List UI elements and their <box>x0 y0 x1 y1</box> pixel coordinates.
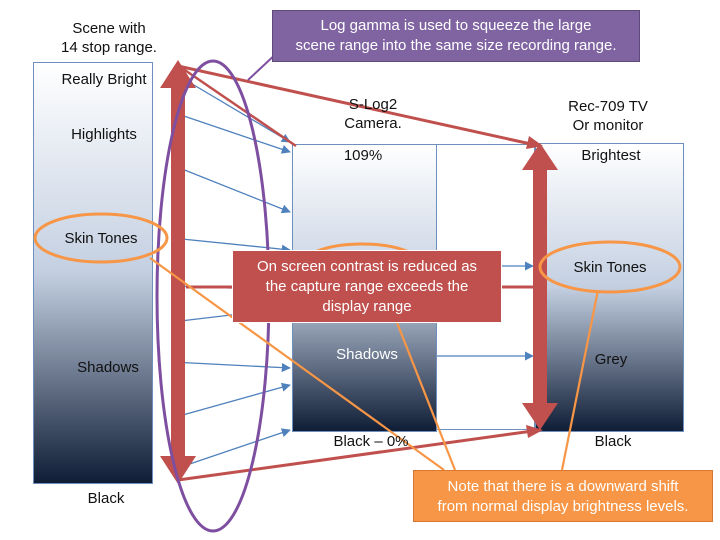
monitor-skin-tones-ellipse <box>538 240 682 294</box>
bottom-mapping-red-pointer <box>177 428 541 482</box>
camera-label-109: 109% <box>343 147 383 164</box>
camera-header: S-Log2 Camera. <box>344 96 402 132</box>
scene-label-shadows: Shadows <box>77 359 139 376</box>
scene-skin-tones-ellipse <box>33 212 169 264</box>
camera-label-shadows: Shadows <box>336 346 398 363</box>
mapping-arrow <box>171 111 291 154</box>
scene-label-skin-tones: Skin Tones <box>64 230 138 247</box>
mapping-arrow <box>171 361 291 373</box>
top-log-pointer <box>175 62 297 148</box>
scene-range-arrow <box>160 60 196 484</box>
monitor-header: Rec-709 TV Or monitor <box>568 98 648 134</box>
mapping-arrow <box>171 428 291 471</box>
scene-header: Scene with 14 stop range. <box>61 20 157 56</box>
top-mapping-red-pointer <box>177 64 541 148</box>
scene-range-panel <box>33 62 153 484</box>
mapping-arrow <box>171 164 291 214</box>
mapping-arrow <box>171 382 291 419</box>
contrast-callout: On screen contrast is reduced as the cap… <box>232 250 502 323</box>
scene-label-really-bright: Really Bright <box>61 71 147 88</box>
camera-label-black: Black – 0% <box>333 433 409 450</box>
monitor-label-brightest: Brightest <box>581 147 641 164</box>
scene-label-black: Black <box>87 490 125 507</box>
monitor-range-arrow <box>522 143 558 430</box>
monitor-range-panel <box>535 143 684 432</box>
log-gamma-callout: Log gamma is used to squeeze the large s… <box>272 10 640 62</box>
monitor-label-black: Black <box>594 433 632 450</box>
bottom-mapping-red-pointer-head <box>526 425 543 438</box>
brightness-shift-callout: Note that there is a downward shift from… <box>413 470 713 522</box>
shift-callout-connectors <box>149 257 600 471</box>
monitor-label-skin-tones: Skin Tones <box>573 259 647 276</box>
monitor-label-grey: Grey <box>594 351 628 368</box>
scene-label-highlights: Highlights <box>71 126 137 143</box>
mapping-arrow <box>171 237 291 254</box>
